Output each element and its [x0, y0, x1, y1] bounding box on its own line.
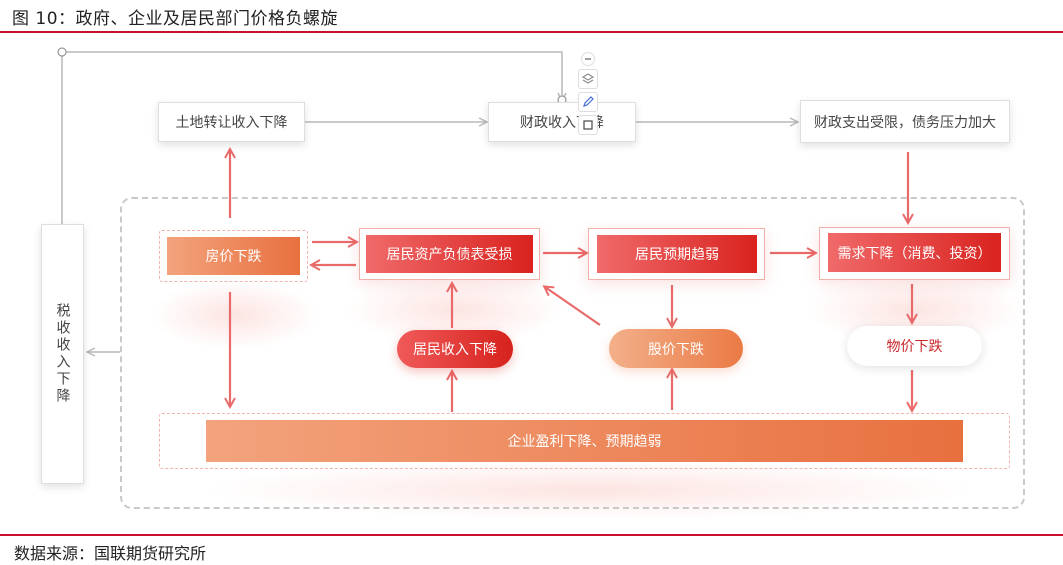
house-price-frame — [159, 230, 308, 282]
node-household-income: 居民收入下降 — [397, 330, 513, 368]
pen-icon[interactable] — [578, 92, 598, 112]
source-note: 数据来源：国联期货研究所 — [14, 544, 207, 563]
feedback-line-top — [61, 51, 562, 224]
arrow-stock-to-balance — [545, 287, 601, 326]
node-land-revenue: 土地转让收入下降 — [158, 102, 305, 142]
bottom-divider — [0, 534, 1063, 536]
node-house-price: 房价下跌 — [167, 237, 300, 275]
node-corporate: 企业盈利下降、预期趋弱 — [206, 420, 963, 462]
figure-title: 图 10：政府、企业及居民部门价格负螺旋 — [12, 9, 339, 29]
feedback-node-start — [57, 47, 67, 57]
corporate-frame — [159, 413, 1010, 469]
layers-icon[interactable] — [578, 69, 598, 89]
glow-bottom — [200, 460, 980, 520]
node-fiscal-spending: 财政支出受限，债务压力加大 — [800, 100, 1010, 143]
node-household-balance: 居民资产负债表受损 — [366, 235, 533, 273]
minus-circle-icon[interactable] — [581, 52, 595, 66]
node-tax-revenue: 税收收入下降 — [41, 224, 84, 484]
top-divider — [0, 31, 1063, 33]
node-demand: 需求下降（消费、投资） — [828, 233, 1001, 272]
node-fiscal-revenue: 财政收入下降 — [488, 102, 636, 142]
node-tax-revenue-label: 税收收入下降 — [54, 303, 71, 405]
node-price-level: 物价下跌 — [847, 326, 982, 366]
node-stock-price: 股价下跌 — [609, 329, 743, 368]
glow-left — [150, 280, 320, 350]
node-household-expectation: 居民预期趋弱 — [597, 235, 757, 273]
square-icon[interactable] — [578, 115, 598, 135]
inner-loop-frame — [120, 197, 1025, 509]
floating-toolbar — [577, 52, 599, 135]
